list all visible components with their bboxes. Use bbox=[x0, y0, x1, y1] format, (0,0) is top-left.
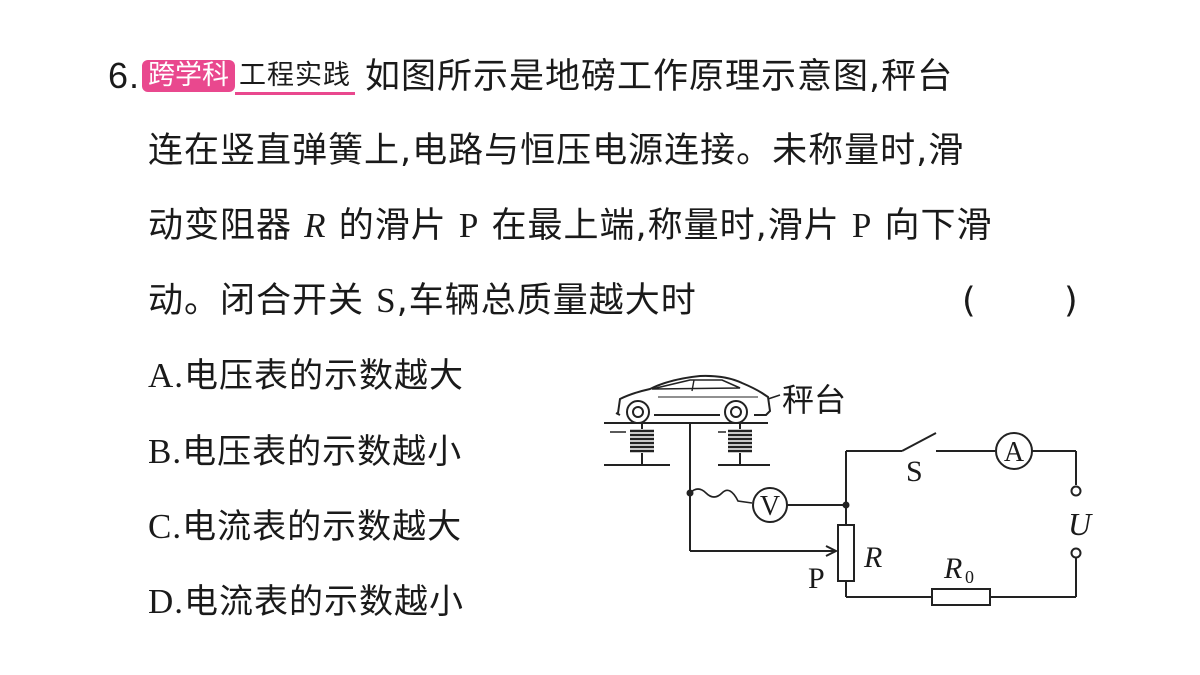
option-b[interactable]: B.电压表的示数越小 bbox=[148, 432, 462, 472]
option-letter: A. bbox=[148, 356, 185, 395]
question-text: 向下滑 bbox=[884, 206, 993, 246]
variable-r: R bbox=[304, 206, 327, 245]
resistor-label: R bbox=[943, 552, 962, 585]
option-a[interactable]: A.电压表的示数越大 bbox=[148, 356, 464, 396]
question-line-3: 动变阻器 R 的滑片 P 在最上端,称量时,滑片 P 向下滑 bbox=[148, 206, 992, 246]
option-c[interactable]: C.电流表的示数越大 bbox=[148, 507, 462, 547]
switch-label: S bbox=[906, 455, 923, 488]
rheostat bbox=[837, 524, 855, 582]
source-label: U bbox=[1068, 506, 1093, 542]
switch bbox=[901, 432, 937, 452]
question-text: 动。闭合开关 bbox=[148, 281, 365, 321]
variable-p: P bbox=[458, 206, 480, 245]
question-text: 的滑片 bbox=[338, 206, 447, 246]
option-letter: D. bbox=[148, 582, 185, 621]
variable-p: P bbox=[851, 206, 873, 245]
rheostat-label: R bbox=[863, 541, 882, 574]
question-line-1: 6.跨学科工程实践如图所示是地磅工作原理示意图,秤台 bbox=[108, 55, 954, 98]
answer-paren-close: ) bbox=[1064, 281, 1078, 321]
voltmeter-label: V bbox=[760, 491, 780, 522]
engineering-practice-tag: 工程实践 bbox=[235, 60, 356, 95]
resistor-r0 bbox=[931, 588, 991, 606]
option-letter: B. bbox=[148, 432, 183, 471]
option-letter: C. bbox=[148, 507, 183, 546]
platform-label: 秤台 bbox=[782, 381, 846, 419]
circuit-diagram: 秤台 V A S P R R 0 U bbox=[604, 374, 1093, 606]
question-text: ,车辆总质量越大时 bbox=[396, 281, 697, 321]
spring-left bbox=[604, 423, 670, 466]
question-number: 6. bbox=[108, 55, 141, 96]
question-line-2: 连在竖直弹簧上,电路与恒压电源连接。未称量时,滑 bbox=[148, 131, 964, 171]
slider-label: P bbox=[808, 562, 825, 595]
option-text: 电流表的示数越小 bbox=[184, 582, 465, 622]
question-text: 如图所示是地磅工作原理示意图,秤台 bbox=[365, 57, 954, 97]
resistor-subscript: 0 bbox=[965, 567, 974, 587]
question-text: 动变阻器 bbox=[148, 206, 293, 246]
car-icon bbox=[615, 374, 772, 424]
cross-discipline-tag: 跨学科 bbox=[142, 60, 236, 92]
terminal-top bbox=[1070, 485, 1082, 497]
variable-s: S bbox=[376, 281, 397, 320]
terminal-bottom bbox=[1070, 547, 1082, 559]
spring-right bbox=[718, 423, 770, 466]
question-line-4: 动。闭合开关 S,车辆总质量越大时 bbox=[148, 281, 697, 321]
option-text: 电压表的示数越小 bbox=[182, 432, 463, 472]
question-text: 连在竖直弹簧上,电路与恒压电源连接。未称量时,滑 bbox=[148, 131, 965, 171]
answer-paren-open: ( bbox=[962, 281, 976, 321]
option-text: 电流表的示数越大 bbox=[182, 507, 463, 547]
ammeter-label: A bbox=[1004, 437, 1025, 468]
option-text: 电压表的示数越大 bbox=[184, 356, 465, 396]
question-text: 在最上端,称量时,滑片 bbox=[491, 206, 840, 246]
option-d[interactable]: D.电流表的示数越小 bbox=[148, 582, 464, 622]
